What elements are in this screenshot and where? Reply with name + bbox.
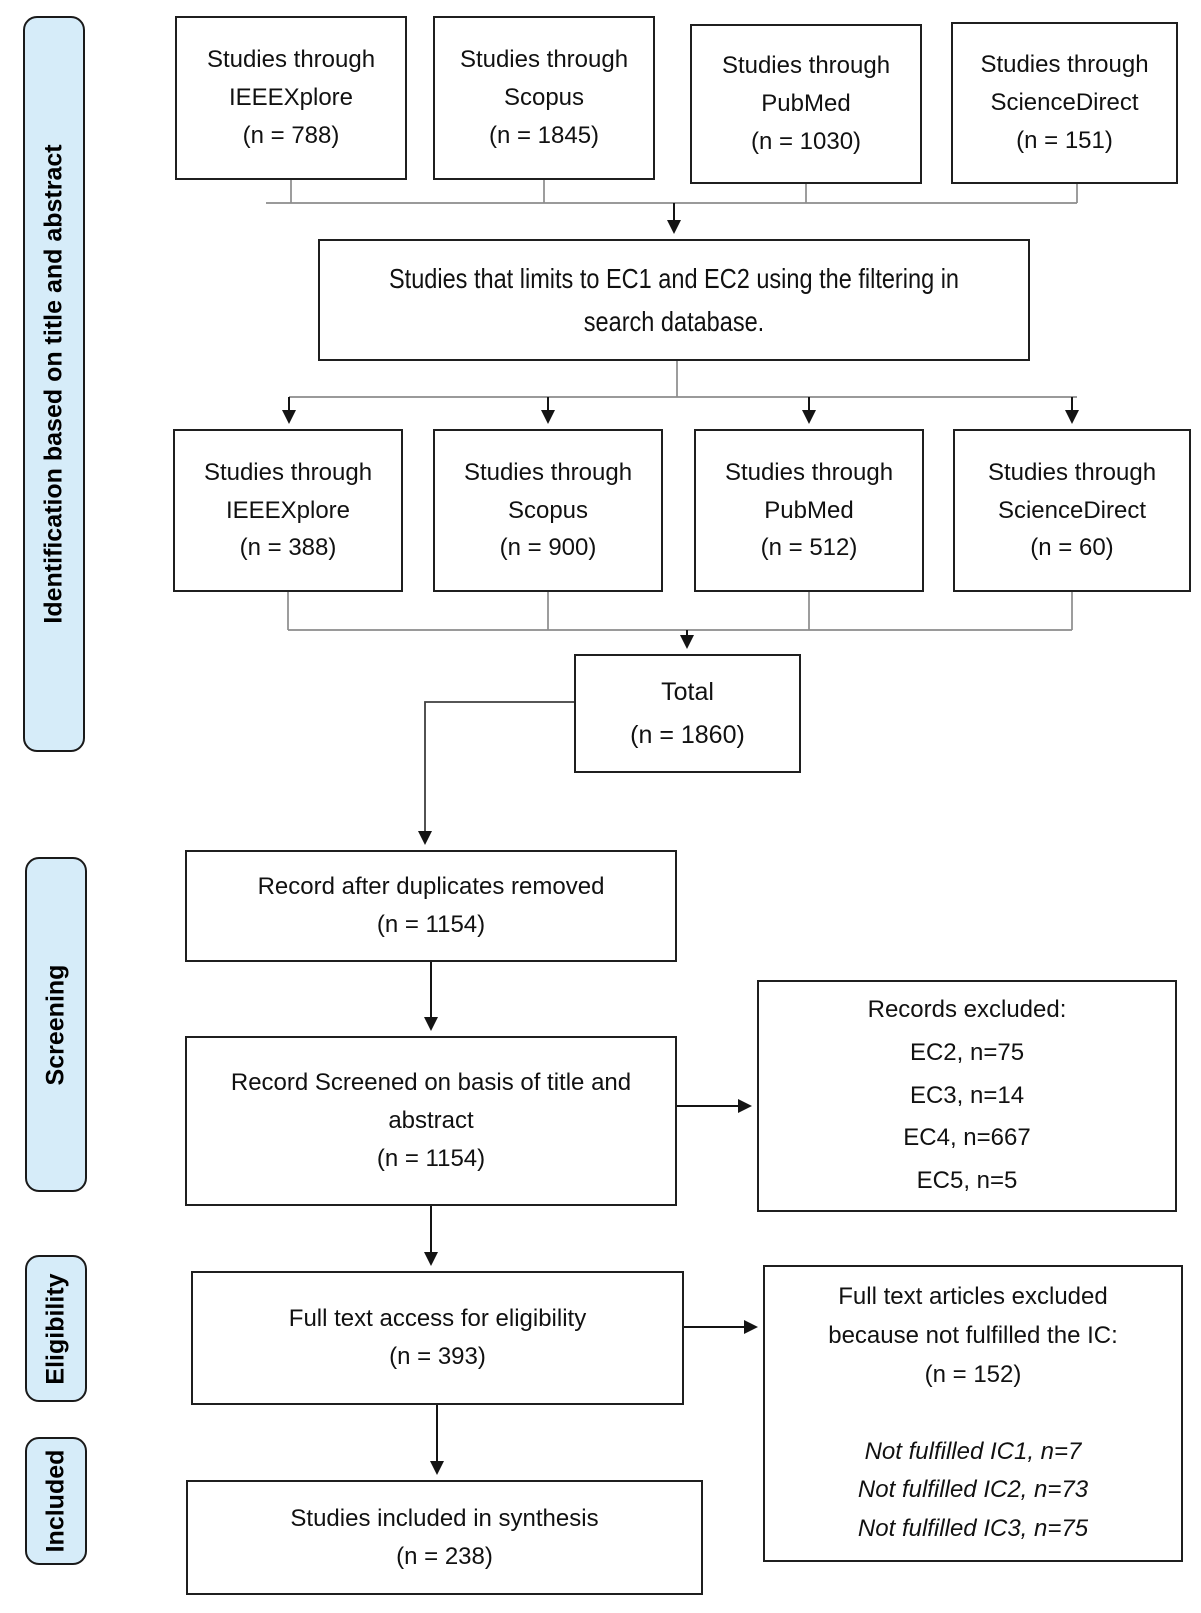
box-line: abstract	[388, 1107, 474, 1135]
box-count: (n = 788)	[242, 121, 340, 149]
box-line: Record Screened on basis of title and	[230, 1069, 632, 1097]
box-count: (n = 512)	[760, 534, 858, 562]
box-line: PubMed	[764, 496, 854, 524]
flow-box-pubmed-filtered: Studies through PubMed (n = 512)	[694, 429, 924, 592]
flow-box-filter-ec1-ec2: Studies that limits to EC1 and EC2 using…	[318, 239, 1030, 361]
flow-box-ieeexplore-filtered: Studies through IEEEXplore (n = 388)	[173, 429, 403, 592]
box-line: ScienceDirect	[990, 89, 1139, 117]
flow-box-screened: Record Screened on basis of title and ab…	[185, 1036, 677, 1206]
stage-label-screening: Screening	[25, 857, 87, 1192]
stage-label-text: Included	[41, 1449, 70, 1553]
box-line: Studies through	[203, 458, 373, 486]
box-count: (n = 393)	[389, 1343, 486, 1370]
total-to-dedup-elbow	[418, 701, 574, 845]
box-line: Studies through	[980, 51, 1149, 79]
stage-label-text: Eligibility	[41, 1272, 70, 1385]
box-line: IEEEXplore	[225, 496, 351, 524]
box-count: (n = 151)	[1016, 126, 1113, 154]
box-line: Studies through	[724, 458, 894, 486]
box-line: search database.	[583, 306, 765, 337]
box-line: Studies through	[987, 458, 1157, 486]
box-line: Studies through	[459, 46, 629, 74]
not-fulfilled-item: Not fulfilled IC1, n=7	[864, 1437, 1082, 1465]
box-count: (n = 152)	[924, 1360, 1022, 1388]
flow-box-included-synthesis: Studies included in synthesis (n = 238)	[186, 1480, 703, 1595]
stage-label-text: Screening	[41, 964, 70, 1085]
box-line: Record after duplicates removed	[257, 873, 605, 901]
box-count: (n = 1154)	[376, 1144, 486, 1172]
box-line: Studies through	[463, 458, 633, 486]
box-line: Scopus	[503, 84, 585, 112]
box-line: Total	[661, 678, 714, 706]
flow-box-full-text-excluded: Full text articles excluded because not …	[763, 1265, 1183, 1562]
box-line: Studies through	[206, 46, 376, 74]
not-fulfilled-item: Not fulfilled IC3, n=75	[857, 1515, 1089, 1543]
box-count: (n = 1030)	[750, 127, 862, 155]
box-count: (n = 60)	[1030, 534, 1114, 562]
flow-box-duplicates-removed: Record after duplicates removed (n = 115…	[185, 850, 677, 962]
flow-box-records-excluded: Records excluded: EC2, n=75 EC3, n=14 EC…	[757, 980, 1177, 1212]
excluded-item: EC3, n=14	[909, 1081, 1025, 1109]
box-count: (n = 1860)	[630, 720, 745, 749]
box-count: (n = 1154)	[376, 911, 486, 938]
box-line: ScienceDirect	[997, 496, 1147, 524]
box-line: IEEEXplore	[228, 84, 354, 112]
flow-box-scopus-filtered: Studies through Scopus (n = 900)	[433, 429, 663, 592]
flow-box-sciencedirect-filtered: Studies through ScienceDirect (n = 60)	[953, 429, 1191, 592]
box-count: (n = 1845)	[488, 121, 600, 149]
box-line: Scopus	[507, 496, 589, 524]
box-count: (n = 388)	[239, 534, 337, 562]
excluded-item: EC5, n=5	[916, 1167, 1018, 1195]
box-line: PubMed	[761, 90, 851, 118]
not-fulfilled-item: Not fulfilled IC2, n=73	[857, 1476, 1089, 1504]
box-title: Records excluded:	[867, 996, 1067, 1024]
box-line: Studies included in synthesis	[290, 1504, 599, 1532]
flow-box-scopus-initial: Studies through Scopus (n = 1845)	[433, 16, 655, 180]
box-line: Studies through	[721, 52, 891, 80]
box-line: Full text articles excluded	[838, 1282, 1108, 1310]
flow-box-full-text-eligibility: Full text access for eligibility (n = 39…	[191, 1271, 684, 1405]
box-count: (n = 900)	[499, 534, 597, 562]
box-line: Full text access for eligibility	[288, 1305, 587, 1333]
excluded-item: EC4, n=667	[903, 1124, 1031, 1152]
excluded-item: EC2, n=75	[909, 1038, 1025, 1066]
box-count: (n = 238)	[396, 1542, 493, 1570]
flow-box-ieeexplore-initial: Studies through IEEEXplore (n = 788)	[175, 16, 407, 180]
stage-label-included: Included	[25, 1437, 87, 1565]
flow-box-sciencedirect-initial: Studies through ScienceDirect (n = 151)	[951, 22, 1178, 184]
flow-box-pubmed-initial: Studies through PubMed (n = 1030)	[690, 24, 922, 184]
stage-label-eligibility: Eligibility	[25, 1255, 87, 1402]
stage-label-identification: Identification based on title and abstra…	[23, 16, 85, 752]
stage-label-text: Identification based on title and abstra…	[39, 144, 68, 624]
box-line: Studies that limits to EC1 and EC2 using…	[388, 262, 959, 294]
flow-box-total: Total (n = 1860)	[574, 654, 801, 773]
box-line: because not fulfilled the IC:	[828, 1321, 1118, 1349]
